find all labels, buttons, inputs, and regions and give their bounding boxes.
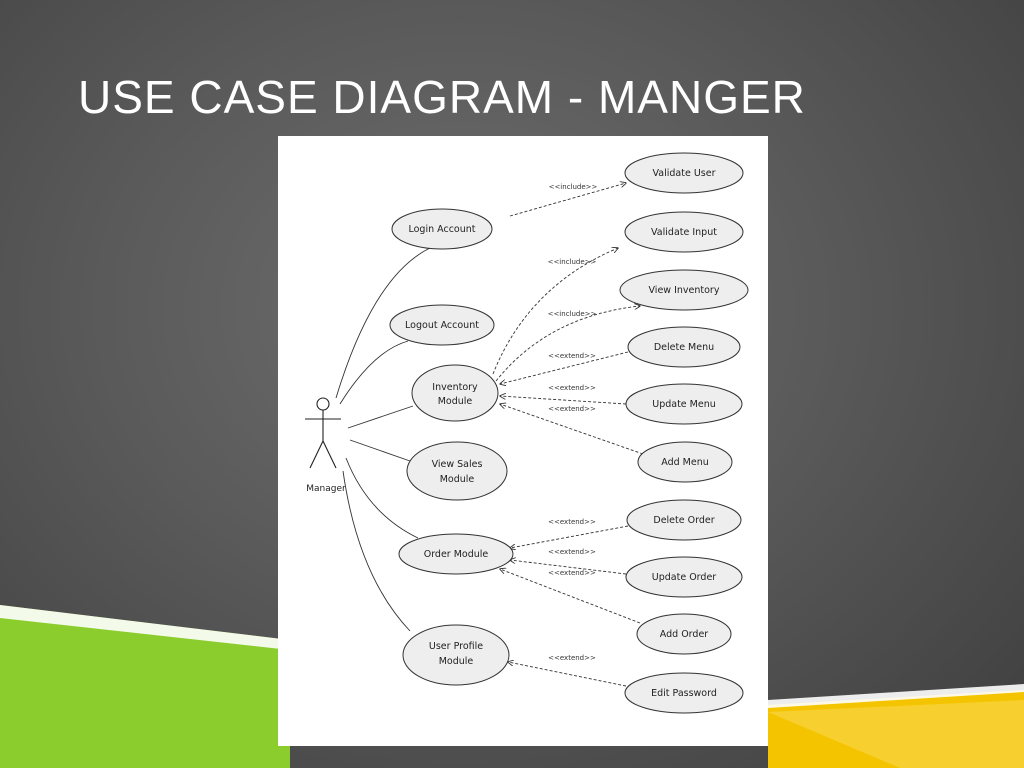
dep-delete-order xyxy=(510,525,629,548)
use-case-login-account: Login Account xyxy=(391,208,493,250)
dep-add-menu xyxy=(500,404,644,455)
use-case-inventory-module: Inventory Module xyxy=(411,364,499,422)
rel-label-view-inventory: <<include>> xyxy=(548,310,597,318)
use-case-label: Update Order xyxy=(652,572,717,583)
use-case-label: Add Menu xyxy=(661,457,709,468)
use-case-user-profile-module: User Profile Module xyxy=(402,624,510,686)
actor-label: Manager xyxy=(306,484,346,494)
use-case-update-menu: Update Menu xyxy=(625,383,743,425)
use-case-order-module: Order Module xyxy=(398,533,514,575)
rel-label-update-order: <<extend>> xyxy=(548,548,596,556)
actor-left-leg xyxy=(309,440,324,469)
dep-edit-password xyxy=(508,662,627,687)
rel-label-add-order: <<extend>> xyxy=(548,569,596,577)
green-accent-band xyxy=(0,605,290,768)
use-case-view-inventory: View Inventory xyxy=(619,269,749,311)
assoc-logout xyxy=(339,340,409,405)
use-case-label-line1: View Sales xyxy=(432,459,483,470)
use-case-label-line2: Module xyxy=(438,396,473,407)
actor-head xyxy=(316,397,330,411)
use-case-delete-menu: Delete Menu xyxy=(627,326,741,368)
assoc-inventory xyxy=(347,405,414,429)
use-case-label: Order Module xyxy=(424,549,489,560)
use-case-view-sales-module: View Sales Module xyxy=(406,441,508,501)
use-case-label-line1: Inventory xyxy=(432,382,478,393)
use-case-label-line2: Module xyxy=(439,656,474,667)
actor-right-leg xyxy=(322,440,337,469)
use-case-label: Validate User xyxy=(653,168,716,179)
actor-manager: Manager xyxy=(305,397,346,494)
dependency-lines xyxy=(492,183,644,687)
rel-label-validate-input: <<include>> xyxy=(548,258,597,266)
rel-label-delete-order: <<extend>> xyxy=(548,518,596,526)
dep-update-order xyxy=(510,560,627,575)
use-case-diagram: Manager xyxy=(305,152,749,714)
rel-label-validate-user: <<include>> xyxy=(549,183,598,191)
use-case-label: Update Menu xyxy=(652,399,716,410)
use-case-label: Add Order xyxy=(660,629,709,640)
association-lines xyxy=(335,247,431,632)
use-case-delete-order: Delete Order xyxy=(626,499,742,541)
use-case-add-order: Add Order xyxy=(636,613,732,655)
rel-label-edit-password: <<extend>> xyxy=(548,654,596,662)
yellow-accent-stripe xyxy=(768,684,1024,708)
use-case-label: Delete Order xyxy=(653,515,714,526)
white-accent-stripe xyxy=(0,605,290,650)
use-case-add-menu: Add Menu xyxy=(637,441,733,483)
dep-validate-user xyxy=(509,183,626,217)
assoc-order xyxy=(345,457,419,539)
use-case-edit-password: Edit Password xyxy=(624,672,744,714)
assoc-user-profile xyxy=(342,470,411,632)
dep-delete-menu xyxy=(500,351,629,384)
rel-label-update-menu: <<extend>> xyxy=(548,384,596,392)
use-case-label-line2: Module xyxy=(440,474,475,485)
assoc-login xyxy=(335,247,431,399)
use-case-update-order: Update Order xyxy=(625,556,743,598)
rel-label-add-menu: <<extend>> xyxy=(548,405,596,413)
assoc-view-sales xyxy=(349,439,411,462)
use-case-label: Validate Input xyxy=(651,227,717,238)
use-case-logout-account: Logout Account xyxy=(389,304,495,346)
use-case-label-line1: User Profile xyxy=(429,641,483,652)
use-case-validate-input: Validate Input xyxy=(624,211,744,253)
rel-label-delete-menu: <<extend>> xyxy=(548,352,596,360)
slide-title: USE CASE DIAGRAM - MANGER xyxy=(78,71,806,123)
relation-labels: <<include>> <<include>> <<include>> <<ex… xyxy=(548,183,598,662)
dep-update-menu xyxy=(500,396,627,405)
yellow-accent-highlight xyxy=(768,700,1024,768)
use-case-label: Edit Password xyxy=(651,688,717,699)
use-case-label: Login Account xyxy=(408,224,475,235)
dep-add-order xyxy=(500,569,641,624)
use-case-validate-user: Validate User xyxy=(624,152,744,194)
diagram-panel: Manager xyxy=(278,136,768,746)
use-case-label: Logout Account xyxy=(405,320,479,331)
use-case-label: View Inventory xyxy=(649,285,720,296)
dep-view-inventory xyxy=(495,306,640,382)
use-case-label: Delete Menu xyxy=(654,342,714,353)
dep-validate-input xyxy=(492,248,618,375)
